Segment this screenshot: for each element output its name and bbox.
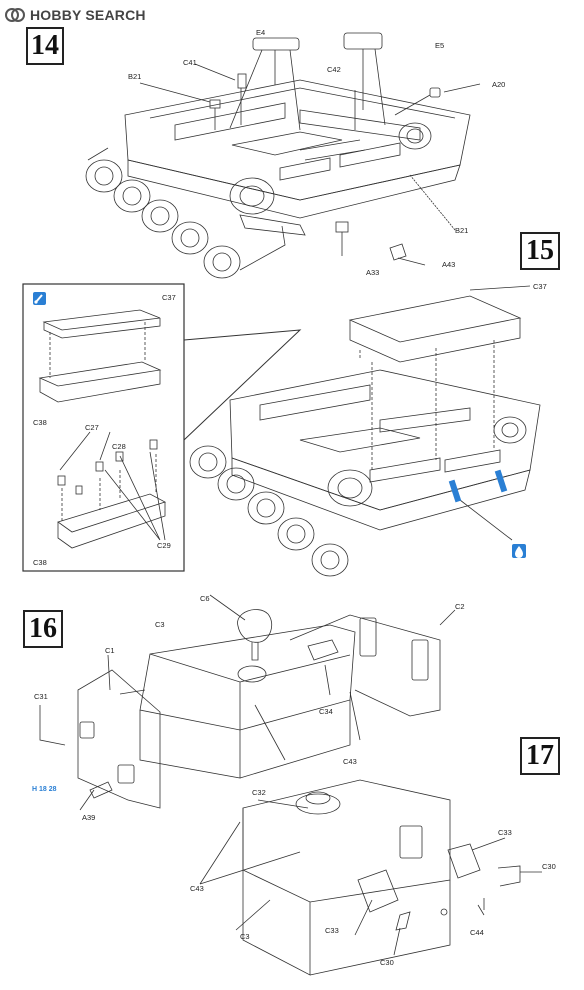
watermark-text: HOBBY SEARCH	[30, 7, 146, 23]
label-C3-step17: C3	[240, 932, 250, 941]
label-C27: C27	[85, 423, 99, 432]
label-C32: C32	[252, 788, 266, 797]
detail-inset	[22, 283, 302, 572]
label-C30-left: C30	[380, 958, 394, 967]
paint-drop-icon	[512, 544, 526, 558]
label-C33-right: C33	[498, 828, 512, 837]
watermark: HOBBY SEARCH	[4, 4, 146, 26]
step15-assembly	[189, 285, 541, 577]
label-B21-top: B21	[128, 72, 142, 81]
blue-markers	[448, 469, 508, 503]
label-C31: C31	[34, 692, 48, 701]
label-C44: C44	[470, 928, 484, 937]
label-C34: C34	[319, 707, 333, 716]
label-C3-step16: C3	[155, 620, 165, 629]
label-C28: C28	[112, 442, 126, 451]
label-C2: C2	[455, 602, 465, 611]
step14-assembly	[85, 32, 481, 279]
label-B21-bottom: B21	[455, 226, 469, 235]
label-A33: A33	[366, 268, 380, 277]
label-E5: E5	[435, 41, 445, 50]
label-C41: C41	[183, 58, 197, 67]
step-15: 15	[520, 232, 560, 270]
paint-brush-icon	[33, 292, 46, 305]
label-C43-step16: C43	[343, 757, 357, 766]
label-C33-left: C33	[325, 926, 339, 935]
label-C30-right: C30	[542, 862, 556, 871]
label-C38-inset-top: C38	[33, 418, 47, 427]
hobby-search-logo-icon	[5, 8, 25, 22]
part-code: H 18 28	[32, 786, 57, 793]
label-A20: A20	[492, 80, 506, 89]
label-C43-step17: C43	[190, 884, 204, 893]
label-C29: C29	[157, 541, 171, 550]
step-17: 17	[520, 737, 560, 775]
label-C6: C6	[200, 594, 210, 603]
step16-assembly	[39, 594, 456, 811]
step17-assembly	[199, 779, 542, 976]
step-16: 16	[23, 610, 63, 648]
label-C37: C37	[533, 282, 547, 291]
step-14: 14	[26, 27, 64, 65]
label-A39: A39	[82, 813, 96, 822]
label-C38-inset-bottom: C38	[33, 558, 47, 567]
label-C37-inset: C37	[162, 293, 176, 302]
label-A43: A43	[442, 260, 456, 269]
label-C1: C1	[105, 646, 115, 655]
label-E4: E4	[256, 28, 266, 37]
label-C42: C42	[327, 65, 341, 74]
